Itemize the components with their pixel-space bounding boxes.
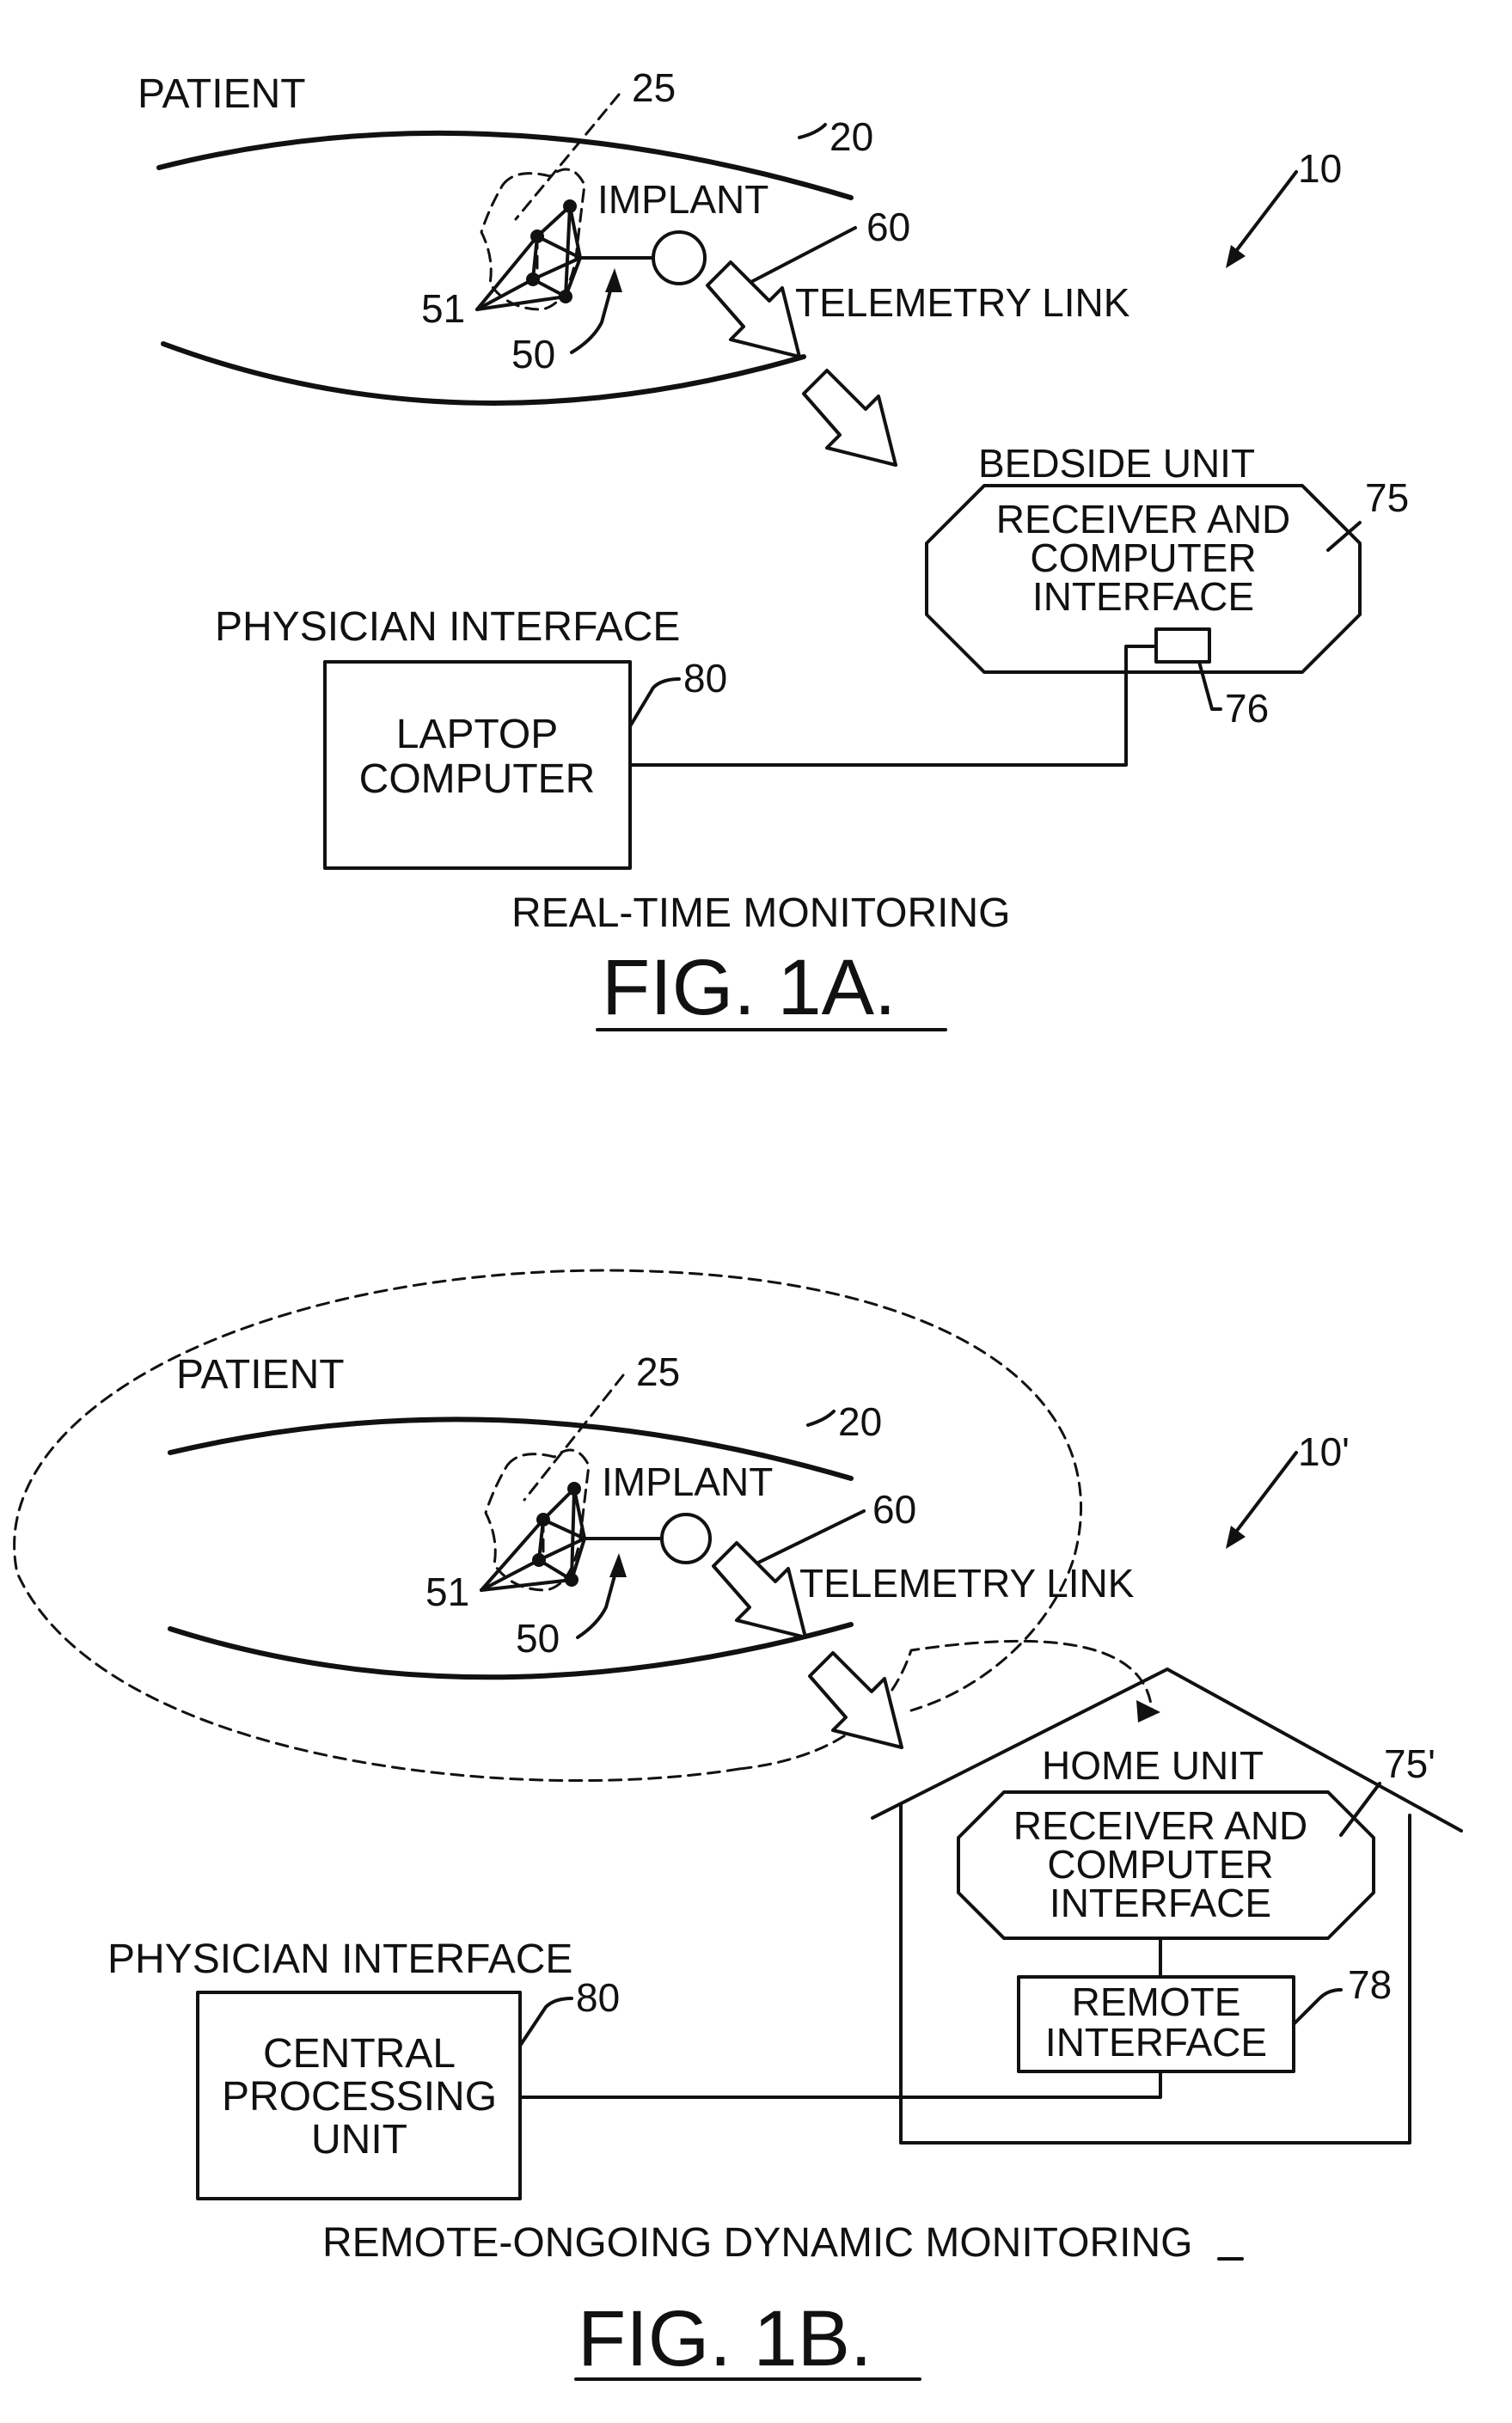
leader-10	[1231, 172, 1296, 258]
telemetry-arrow-2	[810, 1653, 902, 1747]
leader-50-arrowhead	[609, 1553, 627, 1577]
patient-body-lower-curve	[170, 1625, 851, 1677]
leader-80	[520, 1998, 572, 2046]
leader-76	[1199, 662, 1221, 709]
ref-75-label: 75	[1365, 475, 1409, 520]
ref-75-prime-label: 75'	[1384, 1741, 1435, 1786]
ref-60-label: 60	[872, 1487, 916, 1532]
fig-1b-caption: REMOTE-ONGOING DYNAMIC MONITORING	[322, 2220, 1192, 2266]
leader-60	[748, 228, 855, 284]
ref-20-label: 20	[829, 114, 873, 159]
telemetry-link-label: TELEMETRY LINK	[799, 1561, 1135, 1606]
leader-50-arrowhead	[605, 268, 622, 292]
leader-80	[630, 679, 679, 726]
cpu-line-3: UNIT	[311, 2117, 407, 2163]
receiver-line-3: INTERFACE	[1050, 1881, 1271, 1925]
leader-10-prime-arrowhead	[1226, 1526, 1246, 1549]
ref-60-label: 60	[866, 205, 910, 249]
receiver-line-3: INTERFACE	[1032, 574, 1254, 619]
implant-label: IMPLANT	[597, 177, 768, 222]
fig-1a-title: FIG. 1A.	[602, 944, 897, 1031]
fig-1a: PATIENT 25 20 10 IMPLANT 60 TELEMETRY LI…	[138, 65, 1409, 1031]
implant-antenna-circle	[662, 1514, 710, 1563]
cpu-to-remote-cable	[520, 2071, 1160, 2097]
remote-line-2: INTERFACE	[1045, 2020, 1267, 2065]
patient-body-lower-curve	[163, 344, 804, 403]
ref-50-label: 50	[516, 1616, 560, 1661]
telemetry-arrow-1	[707, 262, 799, 357]
sensor-node	[567, 1482, 581, 1496]
ref-76-label: 76	[1225, 686, 1269, 731]
physician-interface-label: PHYSICIAN INTERFACE	[107, 1937, 572, 1982]
ref-51-label: 51	[425, 1569, 469, 1614]
laptop-line-2: COMPUTER	[359, 756, 596, 802]
telemetry-arrow-2	[804, 370, 896, 465]
ref-10-prime-label: 10'	[1298, 1429, 1350, 1474]
fig-1b: PATIENT 25 20 10' IMPLANT 60 TELEMETRY L…	[15, 1270, 1461, 2383]
implant-label: IMPLANT	[602, 1459, 773, 1504]
leader-51	[477, 236, 537, 309]
ref-80-label: 80	[683, 656, 727, 701]
fig-1b-title: FIG. 1B.	[578, 2295, 872, 2383]
leader-10-prime	[1231, 1453, 1296, 1539]
ref-78-label: 78	[1348, 1962, 1392, 2007]
ref-25-label: 25	[636, 1349, 680, 1394]
physician-interface-label: PHYSICIAN INTERFACE	[215, 604, 680, 650]
telemetry-arrow-1	[713, 1543, 805, 1637]
bedside-unit-label: BEDSIDE UNIT	[978, 441, 1255, 486]
leader-20	[808, 1411, 834, 1425]
patient-label: PATIENT	[176, 1352, 345, 1398]
ref-50-label: 50	[511, 332, 555, 376]
fig-1a-caption: REAL-TIME MONITORING	[511, 890, 1010, 936]
sensor-link	[537, 236, 580, 258]
ref-25-label: 25	[632, 65, 676, 110]
telemetry-link-label: TELEMETRY LINK	[795, 280, 1130, 325]
leader-10-arrowhead	[1226, 245, 1246, 268]
ref-20-label: 20	[838, 1399, 882, 1444]
ellipse-arrowhead	[1136, 1700, 1160, 1722]
cpu-line-2: PROCESSING	[222, 2074, 497, 2120]
remote-line-1: REMOTE	[1072, 1979, 1241, 2024]
sensor-node	[563, 199, 577, 213]
leader-78	[1294, 1990, 1341, 2024]
leader-51	[481, 1520, 543, 1590]
connector-76	[1156, 629, 1209, 662]
home-unit-label: HOME UNIT	[1042, 1743, 1264, 1788]
sensor-network	[539, 1489, 574, 1580]
leader-60	[755, 1511, 864, 1564]
laptop-line-1: LAPTOP	[396, 712, 559, 757]
ref-10-label: 10	[1298, 146, 1342, 191]
ref-80-label: 80	[576, 1975, 620, 2020]
implant-antenna-circle	[653, 232, 705, 284]
cpu-line-1: CENTRAL	[263, 2031, 456, 2077]
leader-20	[799, 125, 825, 138]
patient-label: PATIENT	[138, 71, 306, 117]
ref-51-label: 51	[421, 286, 465, 331]
